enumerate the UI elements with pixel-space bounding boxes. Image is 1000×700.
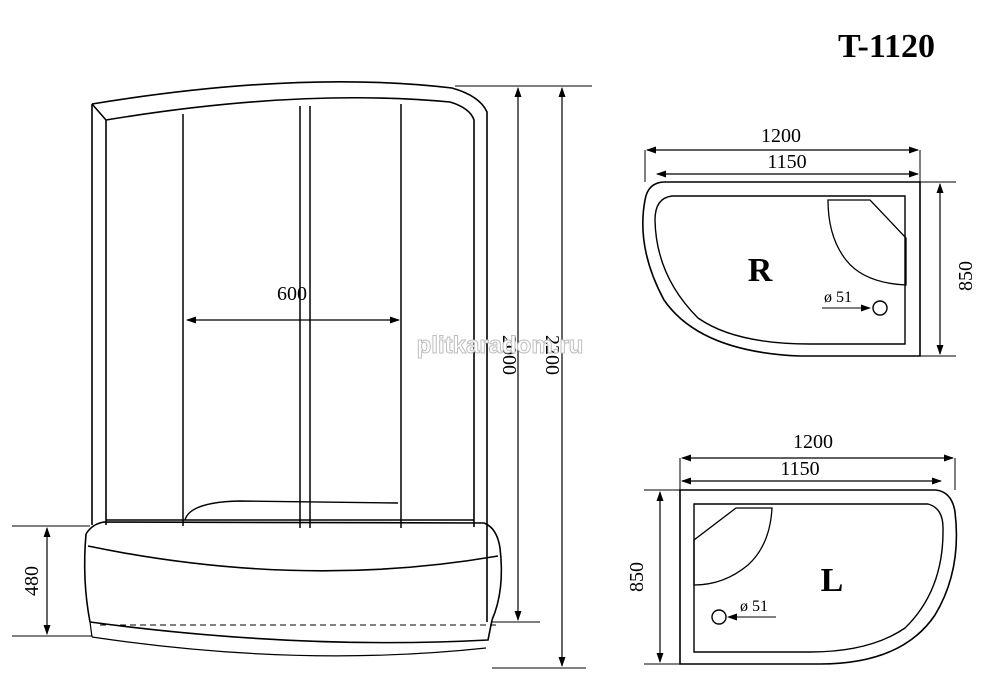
right-plan-outer-outline xyxy=(642,181,921,357)
right-outer-width-label: 1200 xyxy=(761,125,801,147)
left-outer-width-label: 1200 xyxy=(793,431,833,453)
plan-view-left: L ø 51 1200 1150 850 xyxy=(626,431,958,665)
right-drain-icon xyxy=(872,300,888,316)
right-plan-letter: R xyxy=(748,252,773,289)
right-drain-label: ø 51 xyxy=(824,289,852,306)
left-plan-letter: L xyxy=(821,562,844,599)
total-height-label: 2200 xyxy=(541,335,563,375)
right-plan-seat xyxy=(827,199,907,286)
cabin-frame xyxy=(91,80,488,622)
watermark-text: plitkaradom.ru xyxy=(417,332,584,359)
bath-tray xyxy=(83,521,503,657)
door-panels xyxy=(106,104,474,528)
front-dimensions: 600 2000 2200 480 xyxy=(12,85,592,669)
inner-height-label: 2000 xyxy=(498,335,520,375)
tray-height-label: 480 xyxy=(21,566,43,596)
left-drain-icon xyxy=(711,609,727,625)
left-plan-inner-outline xyxy=(693,503,944,653)
front-view xyxy=(83,80,503,657)
plan-view-right: R ø 51 1200 1150 850 xyxy=(642,125,977,357)
model-title: T-1120 xyxy=(838,28,935,65)
door-width-label: 600 xyxy=(277,283,307,305)
left-inner-width-label: 1150 xyxy=(780,458,819,480)
right-depth-label: 850 xyxy=(955,261,977,291)
tray-seat xyxy=(184,500,399,521)
left-plan-seat xyxy=(693,507,773,586)
left-depth-label: 850 xyxy=(626,562,648,592)
left-drain-label: ø 51 xyxy=(740,598,768,615)
right-plan-inner-outline xyxy=(654,195,906,345)
left-plan-outer-outline xyxy=(679,489,958,665)
right-inner-width-label: 1150 xyxy=(767,151,806,173)
